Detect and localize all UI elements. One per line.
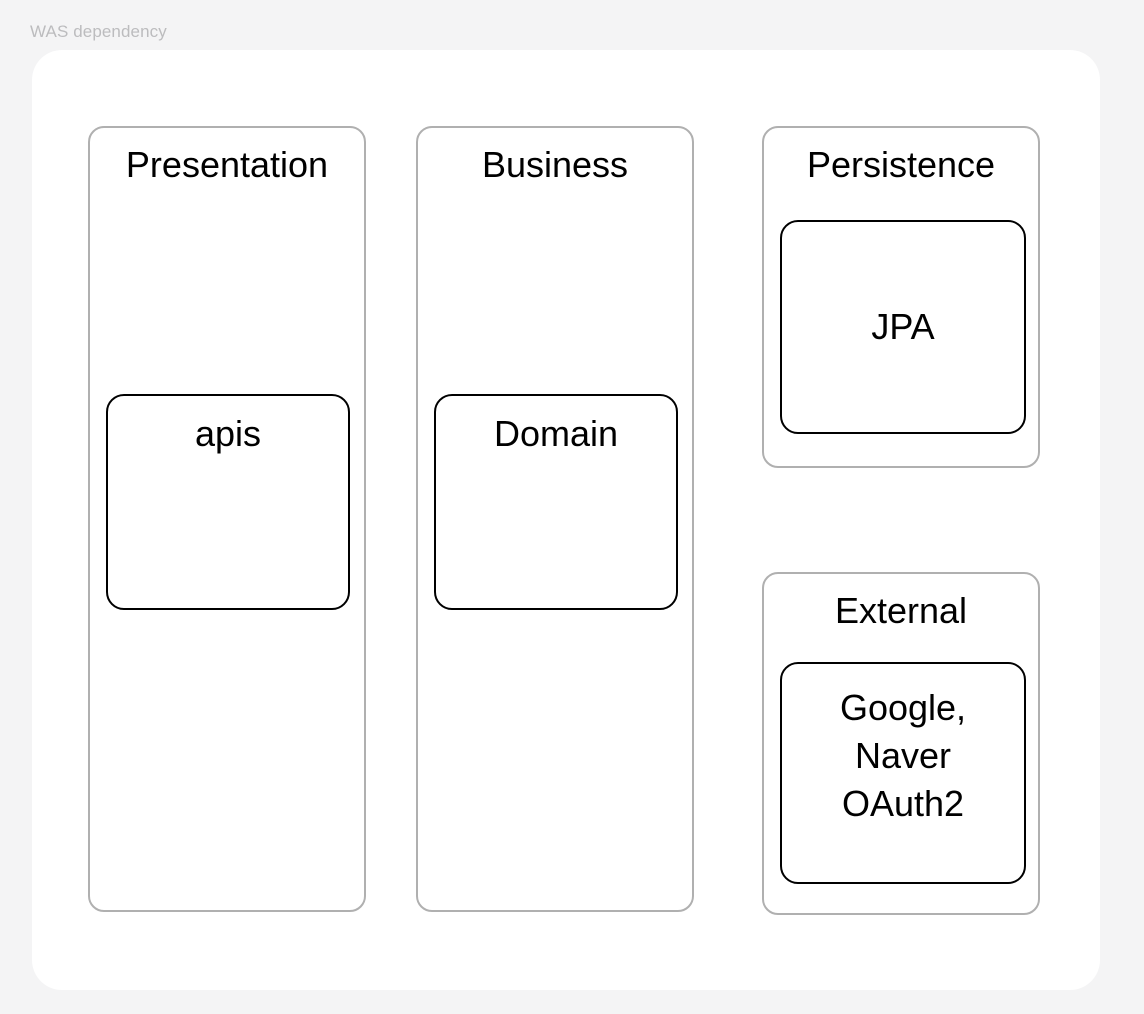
group-presentation-label: Presentation [125,144,329,185]
diagram-canvas: Presentation apis Business Domain Persis… [32,50,1100,990]
node-jpa[interactable]: JPA [780,220,1026,434]
group-persistence-label: Persistence [806,144,996,185]
node-apis[interactable]: apis [106,394,350,610]
group-persistence[interactable]: Persistence JPA [762,126,1040,468]
group-business-label: Business [481,144,629,185]
node-apis-label: apis [194,413,262,454]
node-domain-label: Domain [493,413,619,454]
diagram-title: WAS dependency [30,22,167,41]
group-business[interactable]: Business Domain [416,126,694,912]
group-external-label: External [834,590,968,631]
node-jpa-label: JPA [871,306,935,347]
group-presentation[interactable]: Presentation apis [88,126,366,912]
node-domain[interactable]: Domain [434,394,678,610]
